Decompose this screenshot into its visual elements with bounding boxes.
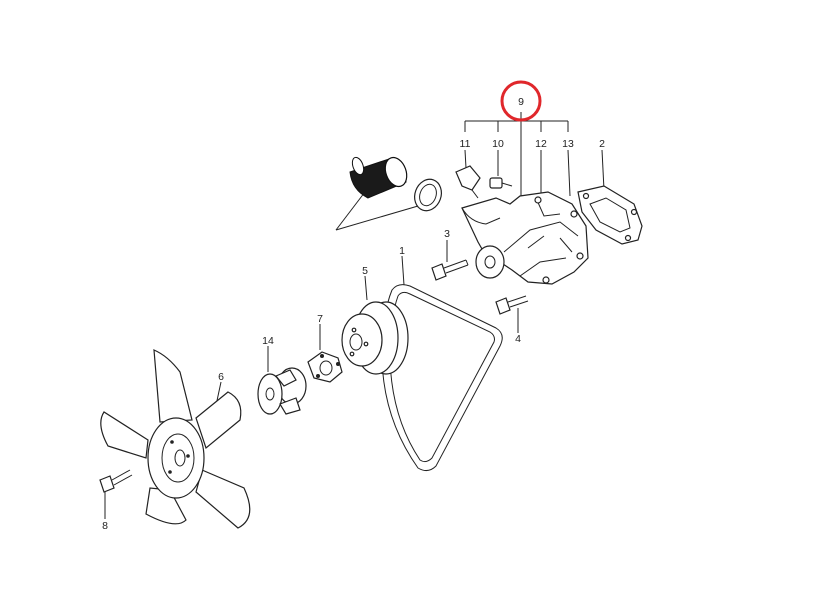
callout-14: 14 <box>262 335 274 347</box>
callout-11: 11 <box>460 138 471 150</box>
bolt-part <box>495 295 529 315</box>
fan-hub-part <box>257 367 307 415</box>
hose-part <box>349 156 408 199</box>
callout-4: 4 <box>515 333 521 345</box>
hose-clamp-part <box>414 178 442 212</box>
spacer-part <box>307 351 343 383</box>
callout-10: 10 <box>492 138 504 150</box>
callout-7: 7 <box>317 313 323 325</box>
small-bolt-part <box>489 177 513 189</box>
callout-3: 3 <box>444 228 450 240</box>
gasket-part <box>577 185 643 245</box>
bolt-part <box>99 469 133 493</box>
leader-lines <box>104 149 605 519</box>
callout-13: 13 <box>562 138 574 150</box>
callout-1: 1 <box>399 245 405 257</box>
fan-part <box>100 349 251 529</box>
sensor-part <box>455 165 481 199</box>
callout-2: 2 <box>599 138 605 150</box>
callout-6: 6 <box>218 371 224 383</box>
highlight-circle <box>500 80 542 122</box>
bolt-part <box>431 259 469 281</box>
callout-8: 8 <box>102 520 108 532</box>
water-pump-part <box>461 191 589 285</box>
callout-12: 12 <box>535 138 547 150</box>
callout-9: 9 <box>518 96 524 108</box>
callout-5: 5 <box>362 265 368 277</box>
pulley-part <box>341 301 409 375</box>
